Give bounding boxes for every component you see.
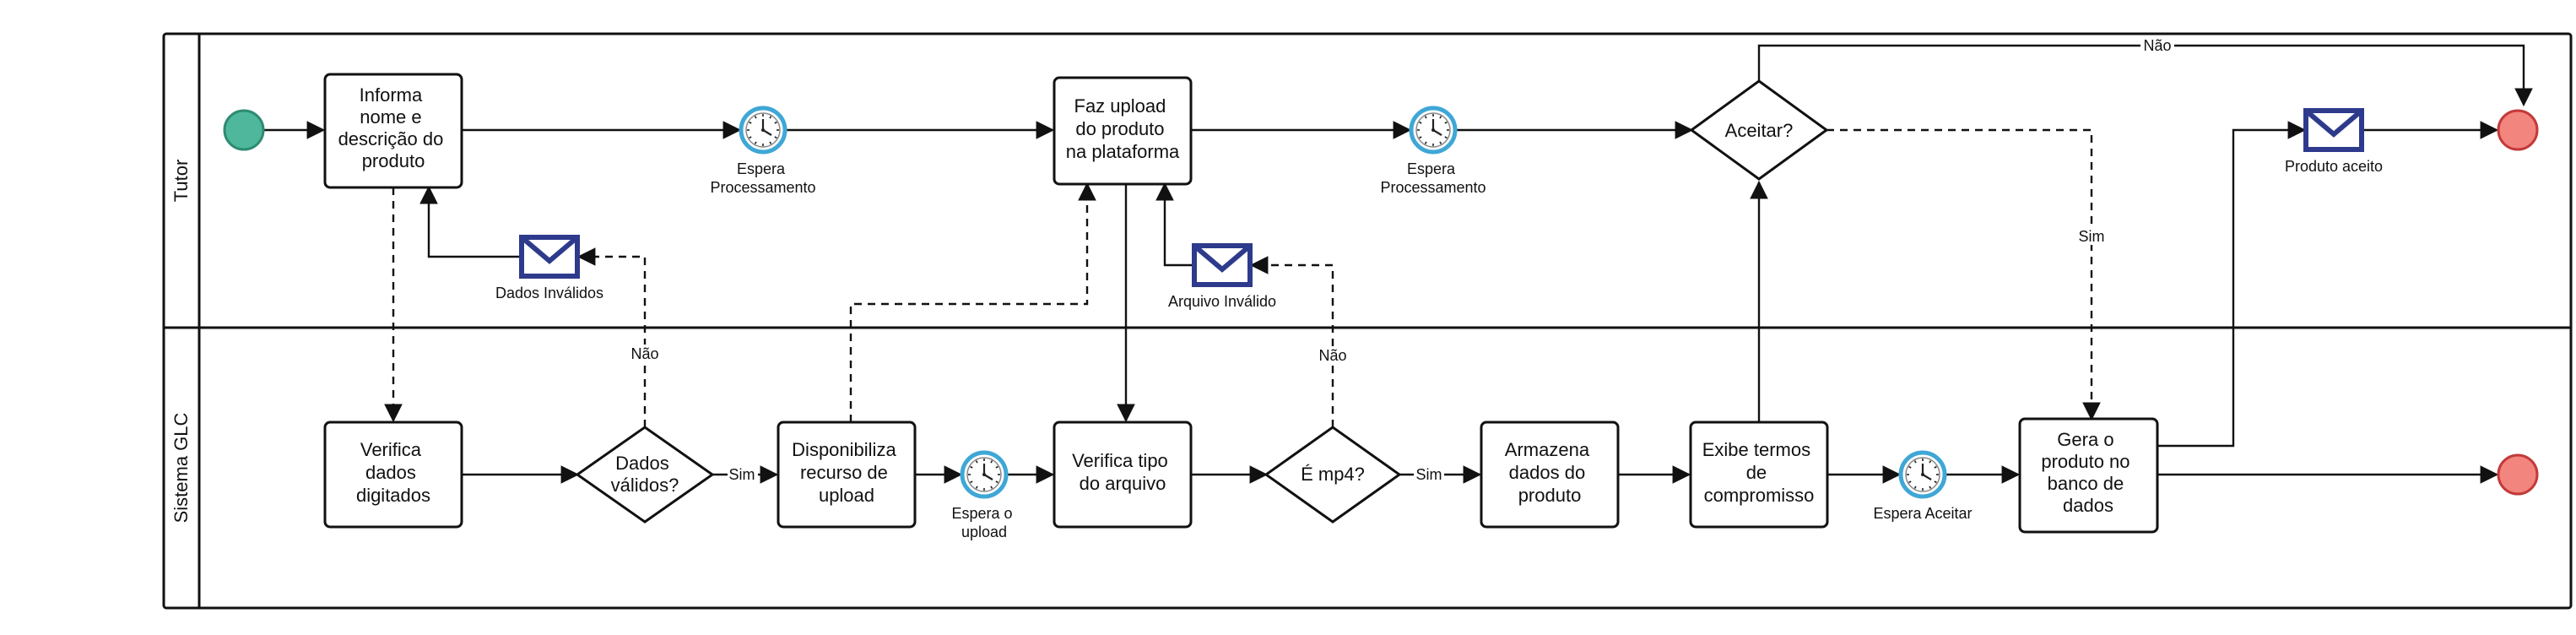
task-gera[interactable]: Gera o produto no banco de dados: [2018, 417, 2159, 534]
svg-text:Arquivo Inválido: Arquivo Inválido: [1168, 293, 1276, 310]
svg-text:Dados Inválidos: Dados Inválidos: [495, 285, 603, 301]
svg-text:Disponibiliza recurso: Disponibiliza recurso de upload: [792, 439, 901, 506]
svg-text:É mp4?: É mp4?: [1301, 464, 1365, 485]
start-event[interactable]: [223, 109, 265, 151]
sequence-flows: [263, 44, 2533, 484]
edge-label-aceitar-nao: Não: [2143, 37, 2171, 54]
svg-text:Faz upload do produto: Faz upload do produto na plataforma: [1066, 95, 1180, 162]
svg-text:Armazena dados do: Armazena dados do produto: [1505, 439, 1594, 506]
task-disponibiliza[interactable]: Disponibiliza recurso de upload: [777, 421, 917, 529]
message-dados-invalidos[interactable]: Dados Inválidos: [495, 235, 603, 301]
task-verifica-dados[interactable]: Verifica dados digitados: [323, 421, 463, 529]
lane-label-tutor: Tutor: [170, 160, 192, 203]
clock-icon: [1409, 106, 1458, 155]
msgflow-gw-dados-nao-to-msg: [576, 247, 647, 427]
gateways: Aceitar? Dados válidos? É mp4?: [575, 79, 1829, 524]
timer-espera-processamento-1[interactable]: Espera Processamento: [710, 106, 816, 196]
svg-text:Espera o upload: Espera o upload: [951, 505, 1016, 540]
svg-text:Verifica dados: Verifica dados digitados: [356, 439, 430, 506]
pool-border: [162, 32, 2573, 610]
edge-label-mp4-sim: Sim: [1416, 466, 1442, 483]
task-informa[interactable]: Informa nome e descrição do produto: [323, 73, 463, 189]
end-event-sistema[interactable]: [2497, 453, 2539, 496]
envelope-icon: [1192, 243, 1253, 287]
envelope-icon: [519, 235, 580, 279]
flow-msg-arquivo-to-upload: [1155, 182, 1193, 267]
svg-text:Espera Aceitar: Espera Aceitar: [1873, 505, 1972, 522]
edge-labels: Não Sim Não Sim Não Sim: [628, 36, 2174, 484]
flow-msg-dados-to-informa: [419, 185, 520, 258]
edge-label-dados-nao: Não: [630, 345, 658, 362]
events: [223, 109, 2539, 496]
timer-espera-processamento-2[interactable]: Espera Processamento: [1380, 106, 1486, 196]
svg-text:Exibe termos de: Exibe termos de compromisso: [1702, 439, 1816, 506]
clock-icon: [739, 106, 787, 155]
msgflow-disponibiliza-to-upload: [849, 182, 1096, 422]
gateway-aceitar[interactable]: Aceitar?: [1689, 79, 1829, 181]
svg-text:Informa nome e: Informa nome e descrição do produto: [338, 84, 449, 171]
task-verifica-tipo[interactable]: Verifica tipo do arquivo: [1053, 421, 1193, 529]
svg-text:Espera Processamento: Espera Processamento: [1380, 160, 1486, 196]
timer-espera-aceitar[interactable]: Espera Aceitar: [1873, 450, 1973, 522]
flow-gera-to-produto-aceito: [2157, 121, 2307, 448]
tasks: Informa nome e descrição do produto Faz …: [323, 73, 2159, 534]
edge-label-mp4-nao: Não: [1318, 347, 1346, 364]
lane-label-sistema: Sistema GLC: [170, 412, 192, 523]
gateway-dados-validos[interactable]: Dados válidos?: [575, 426, 715, 524]
svg-text:Aceitar?: Aceitar?: [1725, 120, 1794, 141]
clock-icon: [1898, 450, 1947, 499]
timers: Espera Processamento Espera Processament…: [710, 106, 1973, 540]
gateway-mp4[interactable]: É mp4?: [1264, 426, 1402, 524]
task-upload[interactable]: Faz upload do produto na plataforma: [1053, 76, 1193, 186]
msgflow-mp4-nao-to-msg: [1249, 256, 1334, 427]
clock-icon: [960, 450, 1009, 499]
message-produto-aceito[interactable]: Produto aceito: [2285, 108, 2383, 175]
svg-text:Espera Processamento: Espera Processamento: [710, 160, 815, 196]
message-flows: [384, 128, 2101, 427]
pool: Tutor Sistema GLC: [162, 32, 2573, 610]
svg-text:Produto aceito: Produto aceito: [2285, 158, 2383, 175]
message-events: Dados Inválidos Arquivo Inválido Produto…: [495, 108, 2383, 310]
task-armazena[interactable]: Armazena dados do produto: [1480, 421, 1620, 529]
task-exibe[interactable]: Exibe termos de compromisso: [1689, 421, 1829, 529]
message-arquivo-invalido[interactable]: Arquivo Inválido: [1168, 243, 1276, 310]
envelope-icon: [2303, 108, 2364, 152]
timer-espera-upload[interactable]: Espera o upload: [951, 450, 1016, 540]
svg-text:Gera o produto no: Gera o produto no banco de dados: [2041, 429, 2135, 516]
edge-label-aceitar-sim: Sim: [2079, 228, 2105, 245]
end-event-tutor[interactable]: [2497, 109, 2539, 151]
svg-text:Verifica tipo do arqui: Verifica tipo do arquivo: [1072, 450, 1173, 494]
msgflow-aceitar-sim-to-gera: [1826, 128, 2101, 421]
svg-text:Dados válidos?: Dados válidos?: [611, 453, 679, 496]
edge-label-dados-sim: Sim: [729, 466, 755, 483]
